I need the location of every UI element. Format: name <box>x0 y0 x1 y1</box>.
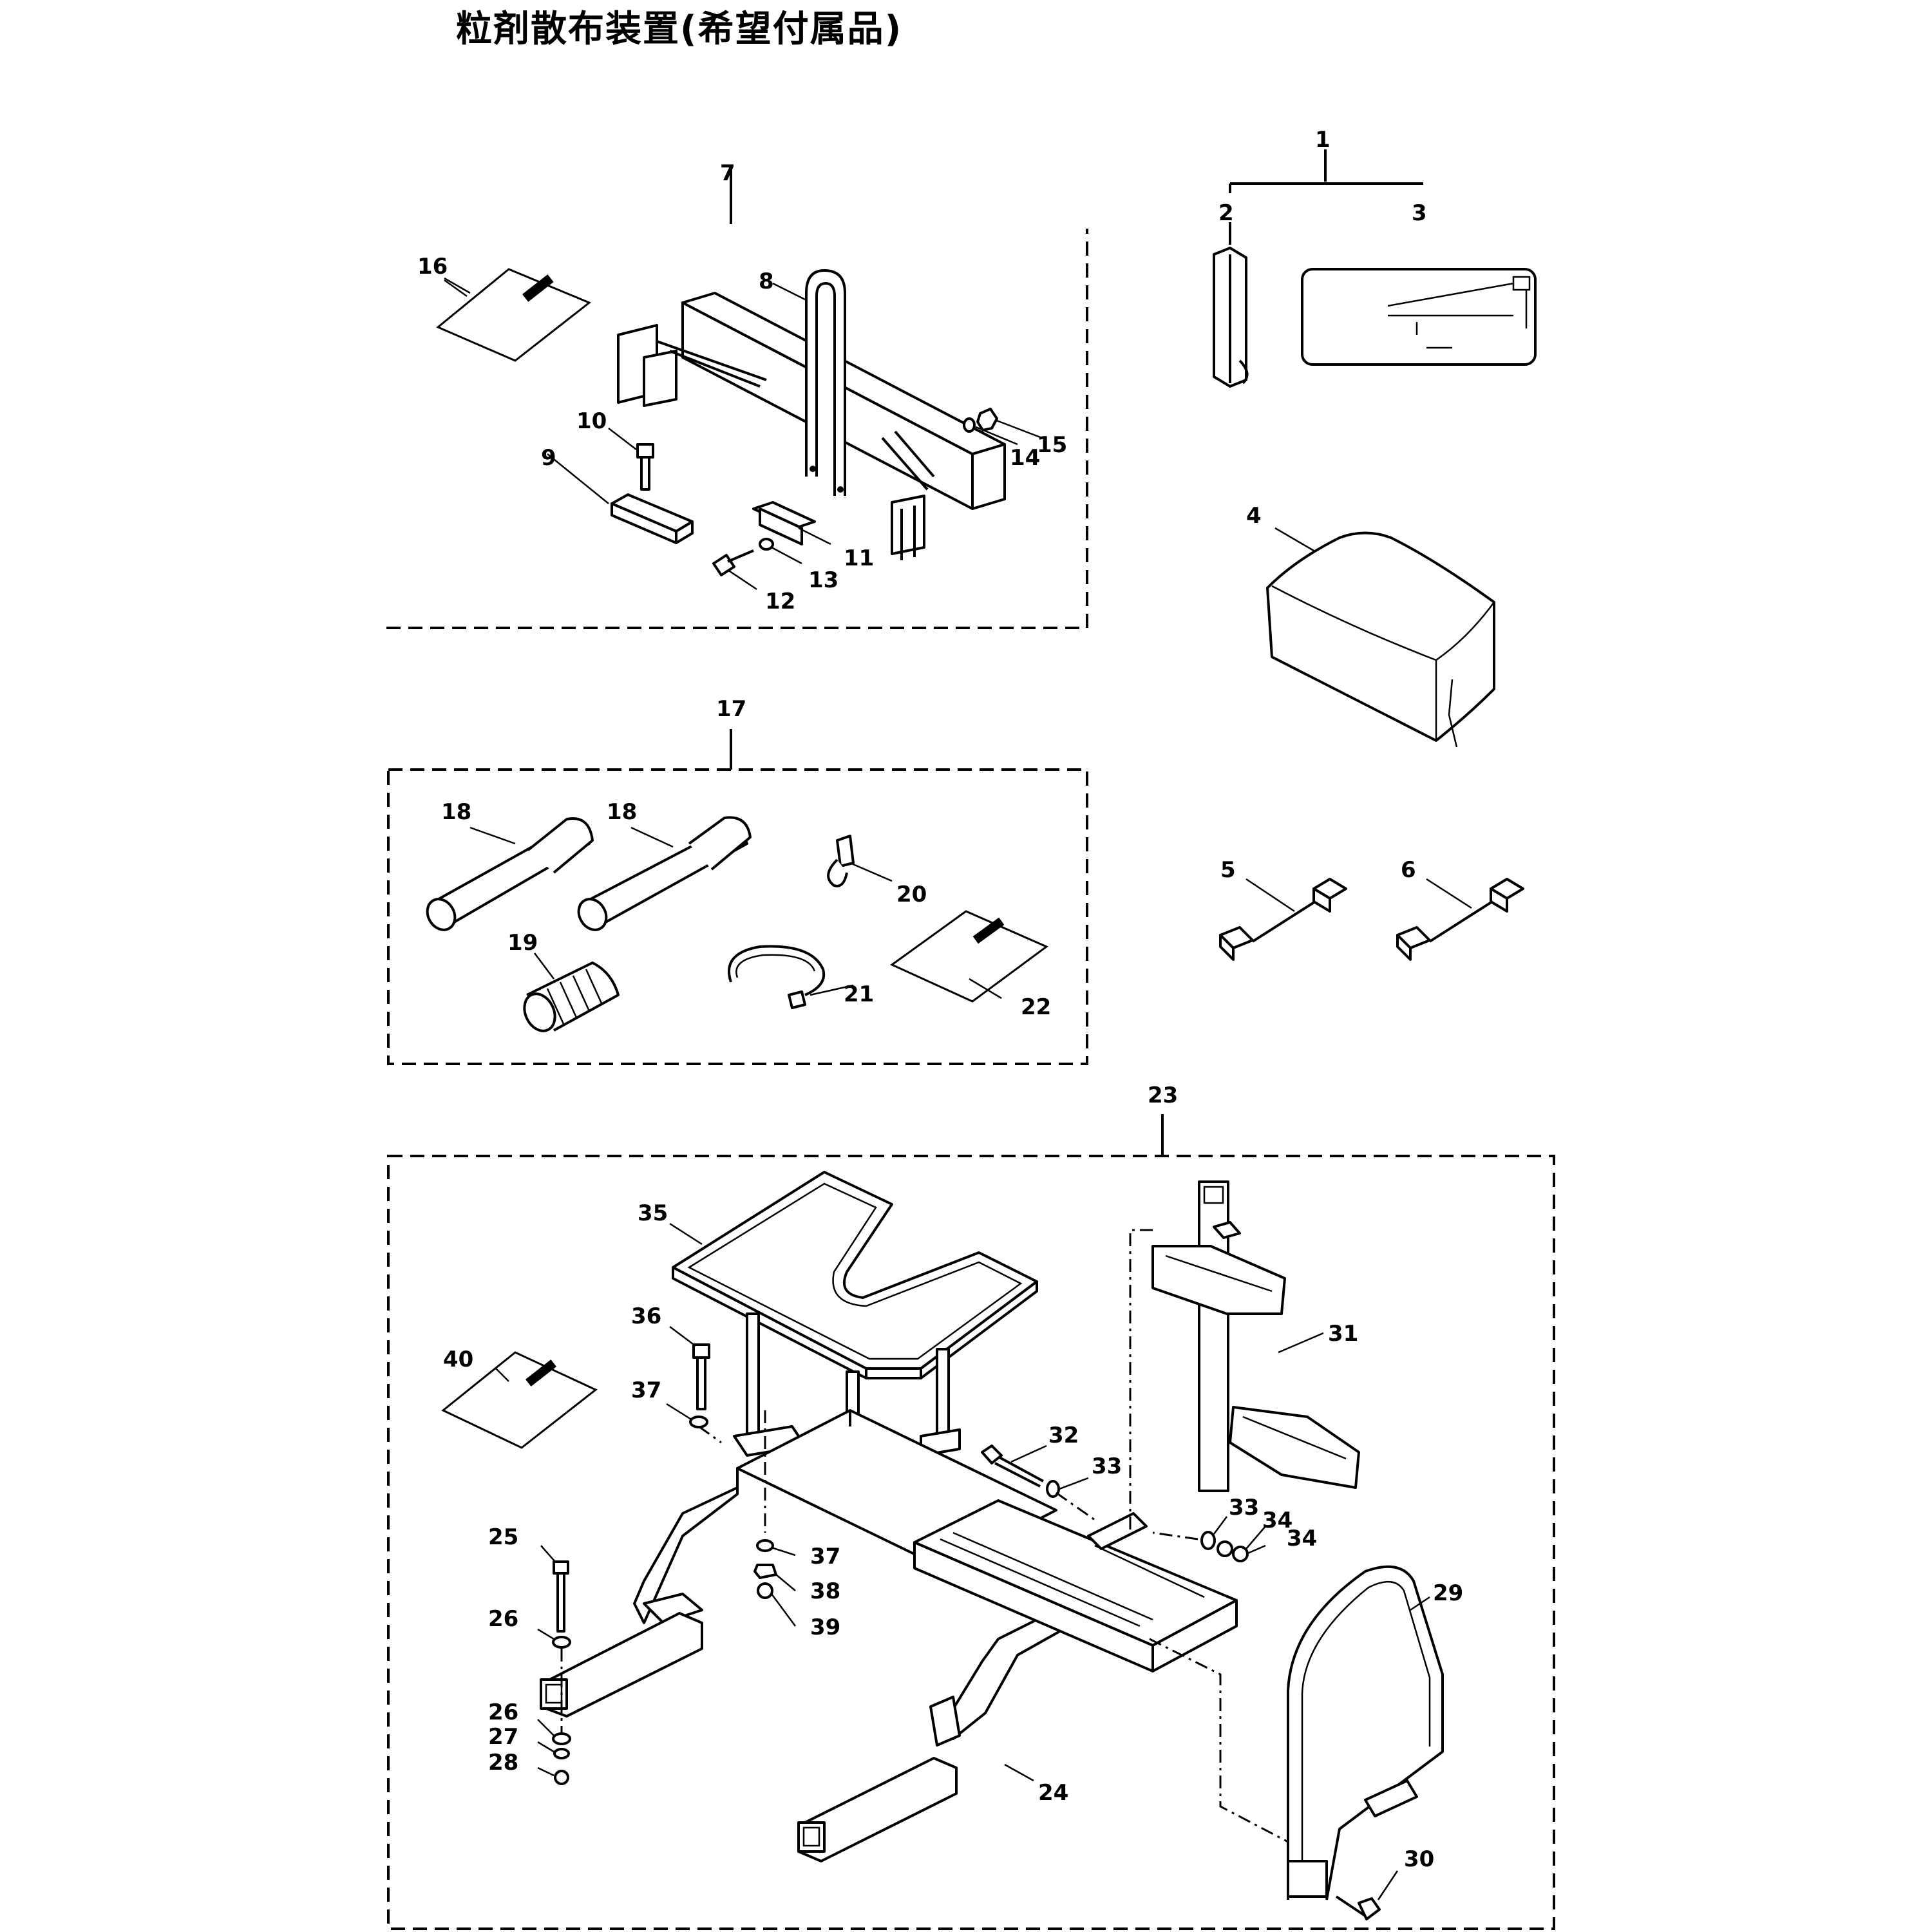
callout-3: 3 <box>1412 200 1427 226</box>
cover-4 <box>1266 531 1495 748</box>
washer-27 <box>553 1748 570 1759</box>
callout-14: 14 <box>1010 445 1040 471</box>
hose-19 <box>523 961 620 1032</box>
callout-6: 6 <box>1401 857 1416 883</box>
callout-18b: 18 <box>607 799 637 825</box>
callout-31: 31 <box>1328 1321 1358 1347</box>
group-1-bracket <box>1229 149 1423 245</box>
bolt-32 <box>981 1444 1044 1488</box>
instruction-sheet-22 <box>890 910 1048 1003</box>
rail-2 <box>1213 247 1249 388</box>
nut-38 <box>753 1564 777 1579</box>
tray-35 <box>672 1171 1038 1379</box>
washer-26a <box>552 1636 571 1649</box>
callout-33b: 33 <box>1229 1495 1259 1520</box>
callout-26b: 26 <box>488 1700 518 1725</box>
callout-labels: 1 2 3 4 5 6 7 8 9 10 11 12 13 14 15 16 1… <box>417 127 1463 1872</box>
nut-39 <box>757 1582 773 1599</box>
frame-arm-right <box>797 1757 958 1862</box>
callout-27: 27 <box>488 1724 518 1750</box>
callout-25: 25 <box>488 1524 518 1550</box>
callout-35: 35 <box>638 1200 668 1226</box>
callout-34a: 34 <box>1262 1508 1293 1533</box>
callout-36: 36 <box>631 1303 661 1329</box>
callout-15: 15 <box>1037 432 1067 458</box>
washer-37b <box>756 1539 774 1552</box>
bolt-10 <box>636 443 654 491</box>
callout-1: 1 <box>1315 127 1331 153</box>
callout-30: 30 <box>1404 1846 1434 1872</box>
washer-37a <box>689 1416 708 1428</box>
callout-4: 4 <box>1246 503 1262 529</box>
callout-17: 17 <box>716 696 746 722</box>
bolt-36 <box>692 1343 710 1410</box>
tube-18b <box>577 816 752 931</box>
nut-28 <box>554 1770 569 1785</box>
callout-40: 40 <box>443 1347 473 1372</box>
callout-37a: 37 <box>631 1378 661 1403</box>
bolt-30 <box>1335 1895 1381 1920</box>
bolt-25 <box>553 1560 569 1633</box>
leader-lines <box>444 277 1472 1900</box>
bolt-12 <box>712 549 754 576</box>
nut-34b <box>1232 1546 1249 1562</box>
callout-2: 2 <box>1218 200 1234 226</box>
washer-26b <box>552 1732 571 1745</box>
washer-13 <box>759 538 774 551</box>
assembly-lines <box>560 1229 1289 1843</box>
angle-bracket-11 <box>752 501 816 545</box>
callout-21: 21 <box>844 981 874 1007</box>
clip-20 <box>827 835 855 887</box>
harness-6 <box>1396 878 1524 961</box>
nut-15 <box>976 408 998 431</box>
callout-9: 9 <box>541 445 556 471</box>
step-box <box>913 1499 1238 1672</box>
callout-18a: 18 <box>441 799 471 825</box>
callout-29: 29 <box>1433 1580 1463 1606</box>
nut-34a <box>1217 1540 1233 1557</box>
harness-5 <box>1219 878 1347 961</box>
callout-26a: 26 <box>488 1606 518 1632</box>
callout-28: 28 <box>488 1750 518 1776</box>
callout-11: 11 <box>844 545 874 571</box>
callout-23: 23 <box>1148 1083 1178 1108</box>
callout-19: 19 <box>507 930 538 956</box>
callout-20: 20 <box>896 882 927 907</box>
plate-9 <box>611 493 694 544</box>
instruction-sheet-40 <box>441 1351 598 1449</box>
callout-13: 13 <box>808 567 838 593</box>
page-title: 粒剤散布装置(希望付属品) <box>456 8 903 50</box>
callout-12: 12 <box>765 589 795 614</box>
callout-7: 7 <box>720 160 735 186</box>
post-31 <box>1151 1180 1360 1492</box>
callout-22: 22 <box>1021 994 1051 1020</box>
tube-18a <box>426 817 594 931</box>
kit-23-group <box>387 1114 1555 1930</box>
callout-38: 38 <box>810 1578 840 1604</box>
callout-34b: 34 <box>1287 1526 1317 1551</box>
u-handle-8 <box>805 269 846 496</box>
callout-39: 39 <box>810 1615 840 1640</box>
guard-rail-29 <box>1287 1565 1444 1900</box>
clamp-band-21 <box>728 945 826 1009</box>
callout-33a: 33 <box>1092 1454 1122 1479</box>
callout-8: 8 <box>759 269 774 294</box>
kit-7-group <box>386 166 1088 629</box>
callout-16: 16 <box>417 254 448 279</box>
callout-37b: 37 <box>810 1544 840 1569</box>
callout-10: 10 <box>576 408 607 434</box>
callout-5: 5 <box>1220 857 1236 883</box>
instruction-sheet-16 <box>436 268 591 362</box>
callout-24: 24 <box>1038 1780 1068 1806</box>
kit-17-group <box>387 729 1088 1065</box>
washer-14 <box>963 417 976 433</box>
washer-33b <box>1200 1531 1216 1550</box>
washer-33a <box>1046 1480 1060 1498</box>
decal-3 <box>1301 268 1537 366</box>
callout-32: 32 <box>1048 1423 1079 1448</box>
